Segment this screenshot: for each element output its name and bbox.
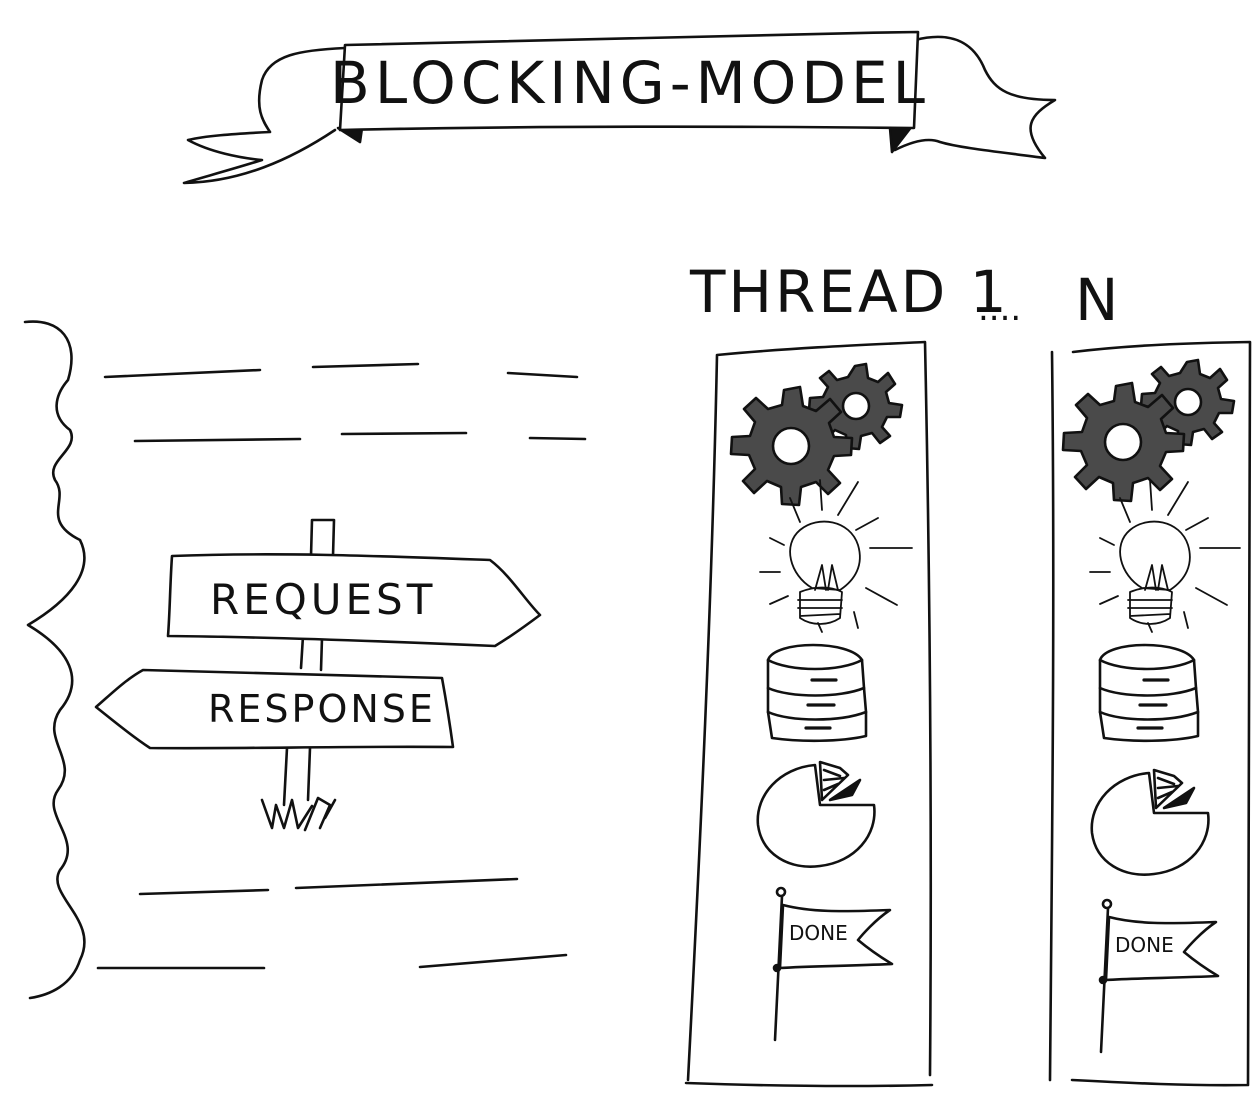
title-banner: BLOCKING-MODEL	[182, 30, 1057, 185]
pie-chart-icon	[1090, 768, 1210, 876]
thread-last-label: N	[1075, 266, 1118, 334]
database-icon	[1098, 643, 1200, 743]
response-sign	[94, 668, 455, 750]
threads-heading: THREAD 1 .... N	[689, 258, 1118, 334]
done-flag-label-n: DONE	[1115, 933, 1174, 957]
pie-chart-icon	[756, 760, 876, 868]
gears-icon	[1061, 358, 1236, 503]
banner-title: BLOCKING-MODEL	[330, 49, 930, 117]
lightbulb-icon	[1089, 479, 1241, 633]
gears-icon	[729, 362, 904, 507]
thread-first-label: THREAD 1	[689, 258, 1010, 326]
wavy-brace	[23, 320, 86, 1000]
request-lines-bottom	[96, 877, 568, 970]
signpost: REQUEST RESPONSE	[94, 518, 542, 832]
response-label: RESPONSE	[208, 687, 436, 731]
request-sign	[166, 553, 542, 648]
thread-column-1: DONE	[684, 340, 934, 1088]
done-flag-icon: DONE	[772, 886, 894, 1042]
done-flag-icon: DONE	[1098, 898, 1220, 1054]
done-flag-label-1: DONE	[789, 921, 848, 945]
database-icon	[766, 643, 868, 743]
lightbulb-icon	[759, 479, 913, 633]
request-lines-top	[103, 362, 587, 443]
thread-ellipsis: ....	[978, 289, 1021, 329]
request-label: REQUEST	[210, 575, 436, 624]
thread-column-n: DONE	[1048, 340, 1252, 1087]
